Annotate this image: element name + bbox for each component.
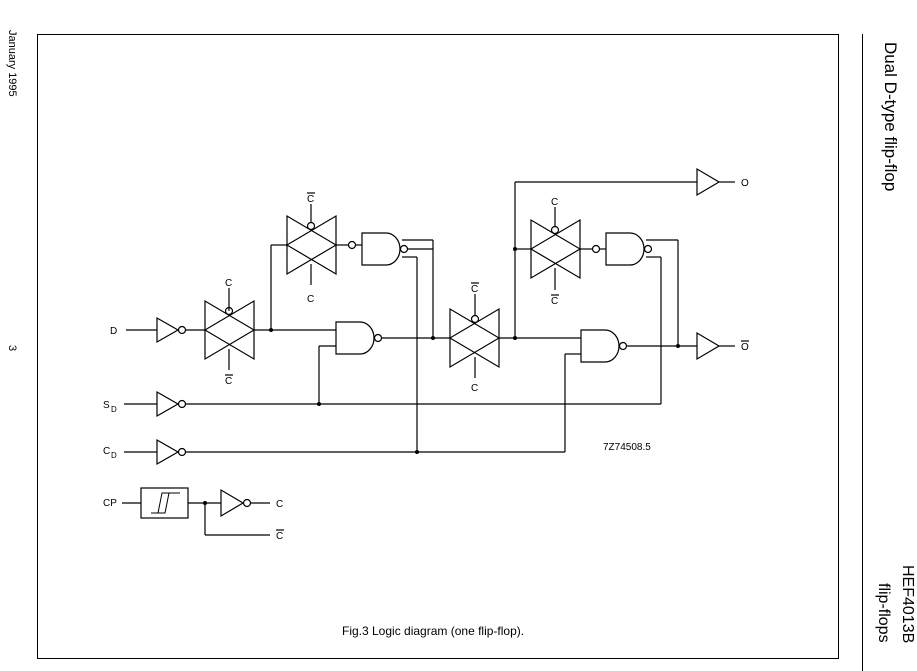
figure-frame: [37, 34, 839, 659]
output-obar-buffer: O: [696, 331, 749, 361]
tg2-clockbar-label: C: [307, 194, 314, 205]
output-o-buffer: O: [696, 167, 749, 197]
tg3-clock-label: C: [471, 383, 478, 394]
cp-c-label: C: [276, 499, 283, 510]
sd-sub: D: [111, 405, 117, 414]
d-input: D: [110, 316, 205, 344]
tg1-clockbar-label: C: [225, 376, 232, 387]
nand-gate-2: [335, 321, 383, 355]
cp-cbar-label: C: [276, 531, 283, 542]
cd-sub: D: [111, 451, 117, 460]
obar-label: O: [741, 342, 749, 353]
margin-rule: [862, 34, 863, 671]
sd-label: S: [103, 400, 110, 411]
drawing-code: 7Z74508.5: [603, 442, 651, 453]
tg3-clockbar-label: C: [471, 284, 478, 295]
transmission-gate-1: C C: [204, 278, 255, 387]
sd-input: S D: [103, 390, 661, 418]
cd-label: C: [103, 446, 110, 457]
cp-label: CP: [103, 498, 117, 509]
transmission-gate-4: C C: [530, 197, 581, 307]
cd-input: C D: [103, 438, 565, 466]
nand-gate-3: [605, 232, 653, 266]
tg4-clockbar-label: C: [551, 296, 558, 307]
figure-caption: Fig.3 Logic diagram (one flip-flop).: [342, 624, 525, 638]
o-label: O: [741, 178, 749, 189]
transmission-gate-2: C C: [286, 192, 337, 305]
transmission-gate-3: C C: [449, 282, 500, 394]
nand-gate-4: [580, 329, 628, 363]
tg2-clock-label: C: [307, 294, 314, 305]
cp-input: CP C C: [103, 487, 284, 542]
nand-gate-1: [361, 232, 409, 266]
d-label: D: [110, 326, 117, 337]
tg4-clock-label: C: [551, 197, 558, 208]
tg1-clock-label: C: [225, 278, 232, 289]
